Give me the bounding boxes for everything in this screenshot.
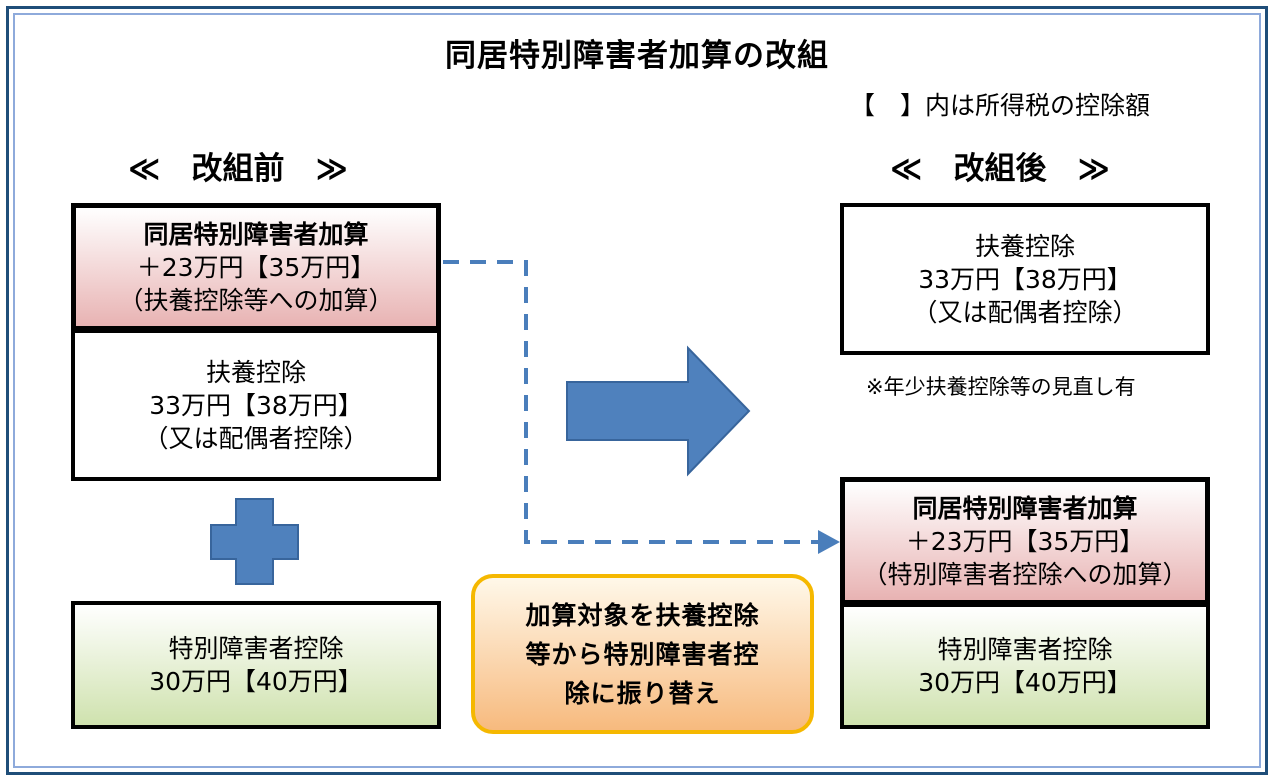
before-heading: ≪ 改組前 ≫ [128, 151, 348, 187]
review-note: ※年少扶養控除等の見直し有 [866, 375, 1136, 399]
before-dependent-box: 扶養控除 33万円【38万円】 （又は配偶者控除） [71, 329, 441, 481]
before-disability-line-1: 特別障害者控除 [168, 634, 344, 663]
before-addition-box: 同居特別障害者加算 ＋23万円【35万円】 （扶養控除等への加算） [71, 203, 441, 331]
after-dependent-line-1: 扶養控除 [974, 231, 1075, 261]
after-disability-line-2: 30万円【40万円】 [918, 668, 1132, 697]
before-disability-line-2: 30万円【40万円】 [149, 667, 363, 696]
reassignment-callout: 加算対象を扶養控除 等から特別障害者控 除に振り替え [471, 574, 814, 734]
after-disability-box: 特別障害者控除 30万円【40万円】 [840, 603, 1210, 729]
callout-line-3: 除に振り替え [564, 678, 721, 708]
plus-icon [210, 498, 299, 585]
after-addition-line-3: （特別障害者控除への加算） [862, 559, 1188, 589]
before-dependent-line-1: 扶養控除 [205, 357, 306, 387]
before-addition-line-1: 同居特別障害者加算 [143, 219, 369, 249]
after-heading: ≪ 改組後 ≫ [890, 151, 1110, 187]
before-addition-line-3: （扶養控除等への加算） [118, 285, 394, 315]
before-disability-box: 特別障害者控除 30万円【40万円】 [71, 601, 441, 729]
after-addition-line-1: 同居特別障害者加算 [912, 493, 1138, 523]
after-dependent-box: 扶養控除 33万円【38万円】 （又は配偶者控除） [840, 203, 1210, 355]
after-addition-line-2: ＋23万円【35万円】 [905, 526, 1145, 556]
right-arrow-icon [566, 345, 751, 477]
inner-frame [13, 13, 1261, 768]
connector-arrowhead-icon [818, 530, 840, 554]
before-dependent-line-3: （又は配偶者控除） [143, 423, 369, 453]
after-dependent-line-2: 33万円【38万円】 [918, 264, 1132, 294]
bracket-note: 【 】内は所得税の控除額 [850, 91, 1151, 120]
after-disability-line-1: 特別障害者控除 [937, 635, 1113, 664]
after-dependent-line-3: （又は配偶者控除） [912, 297, 1138, 327]
before-dependent-line-2: 33万円【38万円】 [149, 390, 363, 420]
page-title: 同居特別障害者加算の改組 [445, 38, 829, 74]
after-addition-box: 同居特別障害者加算 ＋23万円【35万円】 （特別障害者控除への加算） [840, 477, 1210, 605]
callout-line-2: 等から特別障害者控 [525, 639, 760, 669]
dashed-connector [443, 260, 818, 544]
before-addition-line-2: ＋23万円【35万円】 [136, 252, 376, 282]
callout-line-1: 加算対象を扶養控除 [525, 600, 760, 630]
